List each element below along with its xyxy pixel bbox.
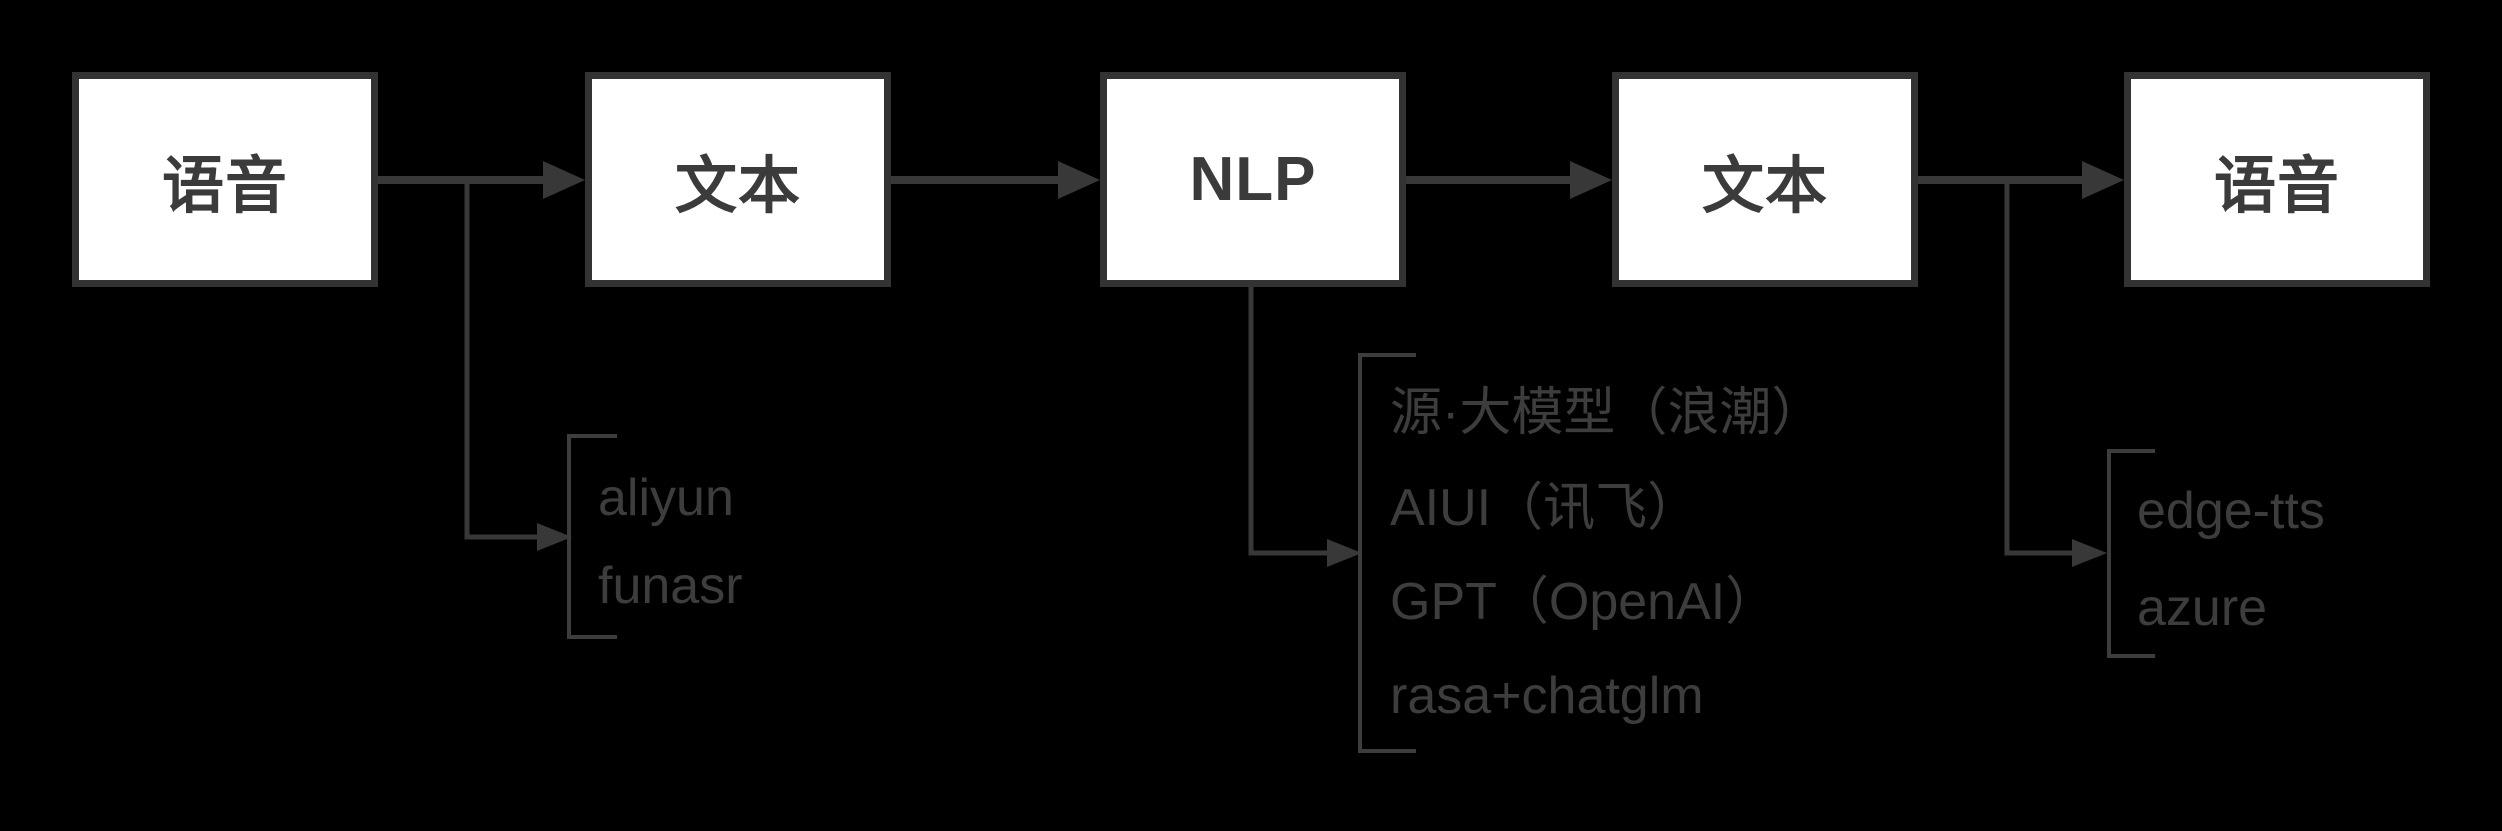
tts-tool-item: edge-tts (2137, 482, 2325, 540)
node-voice-output: 语音 (2124, 72, 2430, 287)
arrow-voice-to-text (378, 161, 585, 199)
arrowhead-icon (2072, 539, 2107, 567)
arrow-nlp-to-text (1406, 161, 1612, 199)
bracket-nlp-tools (1358, 353, 1416, 753)
arrowhead-icon (2082, 161, 2124, 199)
node-label: 语音 (2213, 151, 2340, 221)
node-label: NLP (1189, 145, 1317, 214)
arrow-text-to-voice (1918, 161, 2124, 199)
node-text-output: 文本 (1612, 72, 1918, 287)
node-label: 语音 (161, 151, 288, 221)
nlp-tool-item: GPT（OpenAI） (1390, 573, 1778, 631)
branch-tts (2004, 180, 2107, 567)
nlp-tool-item: rasa+chatglm (1390, 667, 1704, 725)
branch-line (464, 180, 540, 540)
asr-tool-item: funasr (598, 557, 743, 615)
node-label: 文本 (1701, 151, 1828, 221)
arrowhead-icon (543, 161, 585, 199)
bracket-asr-tools (567, 434, 617, 639)
nlp-tool-item: 源·大模型（浪潮） (1390, 384, 1824, 442)
asr-tool-item: aliyun (598, 469, 734, 527)
node-voice-input: 语音 (72, 72, 378, 287)
branch-line (2004, 180, 2075, 556)
node-label: 文本 (674, 151, 801, 221)
bracket-tts-tools (2107, 449, 2155, 658)
arrowhead-icon (537, 523, 572, 551)
branch-nlp (1248, 285, 1362, 567)
node-nlp: NLP (1100, 72, 1406, 287)
arrow-text-to-nlp (891, 161, 1100, 199)
arrowhead-icon (1327, 539, 1362, 567)
arrowhead-icon (1058, 161, 1100, 199)
node-text-input: 文本 (585, 72, 891, 287)
tts-tool-item: azure (2137, 579, 2268, 637)
arrowhead-icon (1570, 161, 1612, 199)
branch-asr (464, 180, 572, 551)
nlp-tool-item: AIUI（讯飞） (1390, 479, 1700, 537)
branch-line (1248, 285, 1330, 556)
